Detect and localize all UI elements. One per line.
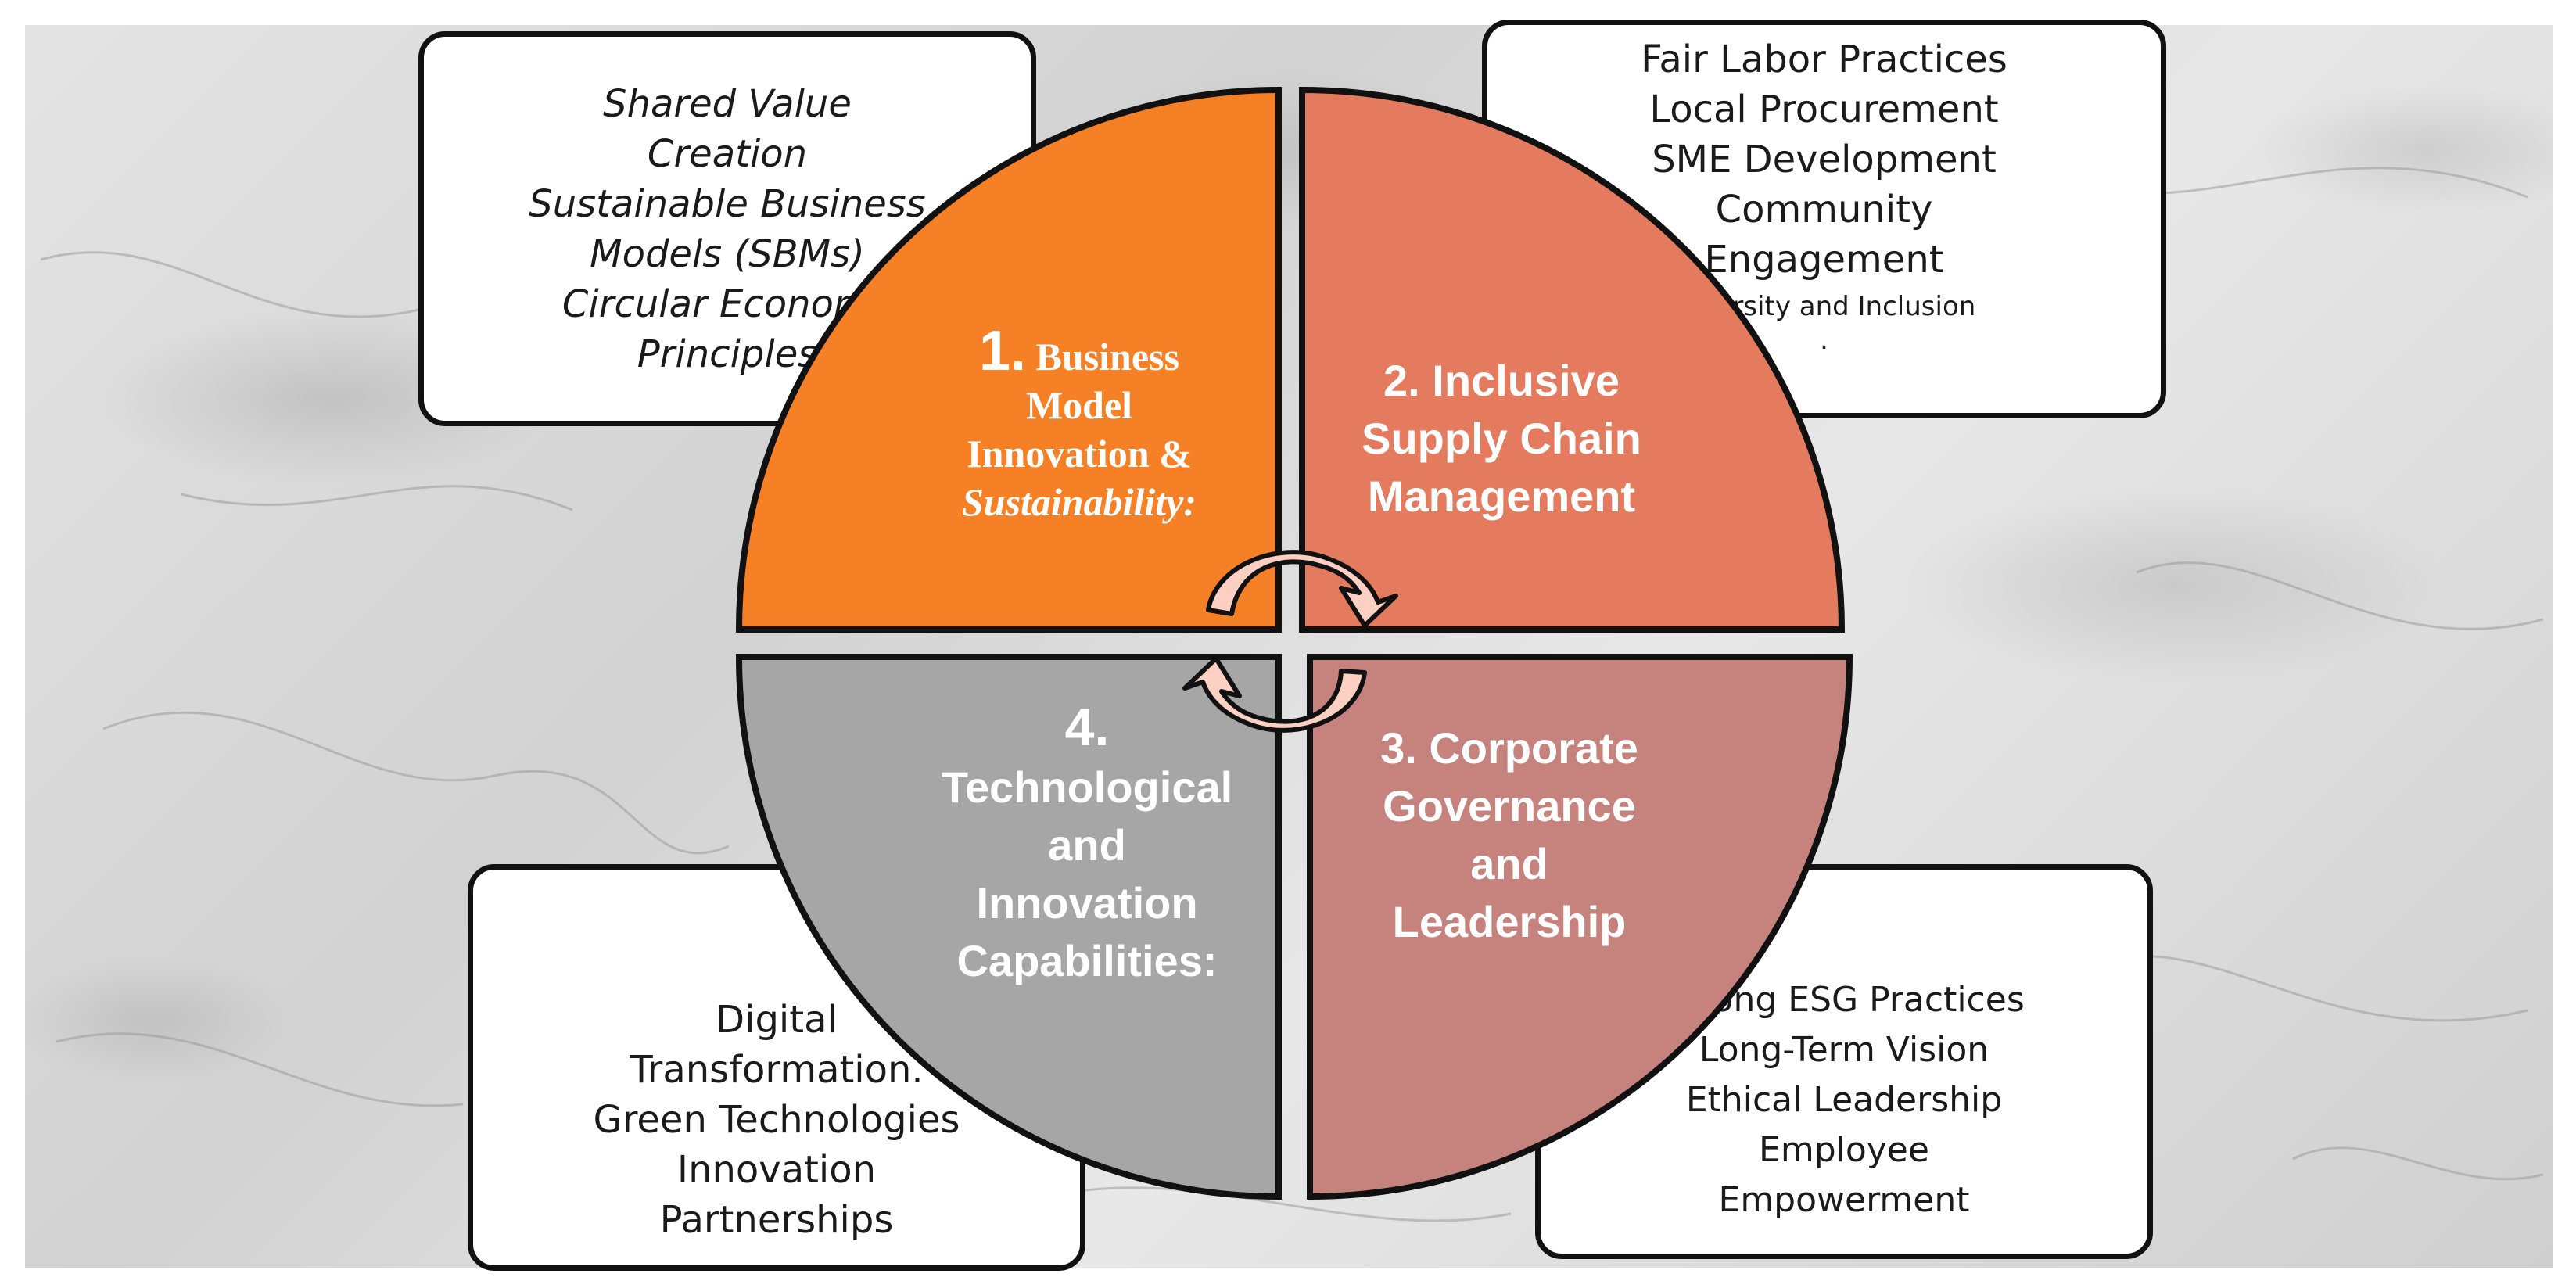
quadrant-4-number: 4. — [1064, 698, 1110, 757]
box-item: Digital — [716, 998, 838, 1042]
marble-veins — [40, 167, 2544, 1222]
quadrant-3-shape — [1307, 654, 1853, 1200]
quadrant-1-title-word: Business — [1035, 335, 1179, 379]
box-item: SME Development — [1652, 138, 1997, 181]
quadrant-3-title-line-2: Governance — [1383, 781, 1636, 831]
box-item: Employee — [1759, 1130, 1929, 1170]
box-item: Creation — [647, 131, 808, 176]
quadrant-3-title-line-1: 3. Corporate — [1380, 723, 1638, 773]
box-item: Sustainable Business — [529, 181, 926, 226]
quadrant-1-number: 1. — [979, 320, 1027, 382]
box-item: Local Procurement — [1649, 88, 1999, 131]
box-item: Ethical Leadership — [1685, 1080, 2003, 1120]
quadrant-3-label: 3. Corporate Governance and Leadership — [1306, 719, 1713, 951]
box-item: Community — [1715, 188, 1933, 231]
quadrant-2-title-line-2: Supply Chain — [1362, 414, 1641, 463]
quadrant-4-title-line-2: and — [1048, 820, 1126, 870]
circular-arrow-icon — [1182, 656, 1367, 733]
box-item: Shared Value — [603, 81, 852, 126]
box-item: Engagement — [1704, 238, 1944, 282]
quadrant-2-title-line-1: 2. Inclusive — [1383, 356, 1620, 405]
quadrant-3-title-line-3: and — [1470, 839, 1548, 888]
quadrant-2-shape — [1299, 86, 1846, 633]
box-item: Transformation. — [630, 1048, 924, 1092]
box-item: Models (SBMs) — [590, 231, 865, 276]
box-item: Principles — [637, 332, 818, 376]
box-item: Innovation — [676, 1148, 877, 1192]
box-item: Long-Term Vision — [1699, 1030, 1989, 1070]
quadrant-2-label: 2. Inclusive Supply Chain Management — [1283, 352, 1720, 526]
quadrant-4-title-line-3: Innovation — [976, 878, 1198, 927]
box-item: Partnerships — [659, 1198, 894, 1242]
quadrant-1-shape — [735, 86, 1282, 633]
box-item: Fair Labor Practices — [1641, 38, 2007, 81]
quadrant-1-title-line-2: Model — [1025, 383, 1133, 427]
box-item: Empowerment — [1718, 1180, 1970, 1220]
quadrant-4-title-line-4: Capabilities: — [956, 936, 1218, 985]
quadrant-3-title-line-4: Leadership — [1392, 897, 1627, 946]
quadrant-1-label: 1. Business Model Innovation & Sustainab… — [923, 323, 1236, 526]
quadrant-1-title-line-4: Sustainability: — [961, 480, 1197, 524]
quadrant-4-label: 4. Technological and Innovation Capabili… — [915, 696, 1259, 990]
quadrant-1-title-line-3: Innovation & — [967, 432, 1192, 475]
box-item: Green Technologies — [593, 1098, 960, 1142]
quadrant-4-title-line-1: Technological — [941, 762, 1233, 812]
quadrant-4-shape — [735, 654, 1282, 1200]
circular-arrow-icon — [1206, 550, 1398, 628]
box-trailing-dot: . — [1820, 325, 1828, 356]
quadrant-2-title-line-3: Management — [1367, 472, 1636, 521]
quadrant-1-title-line-1: 1. Business — [923, 323, 1236, 381]
